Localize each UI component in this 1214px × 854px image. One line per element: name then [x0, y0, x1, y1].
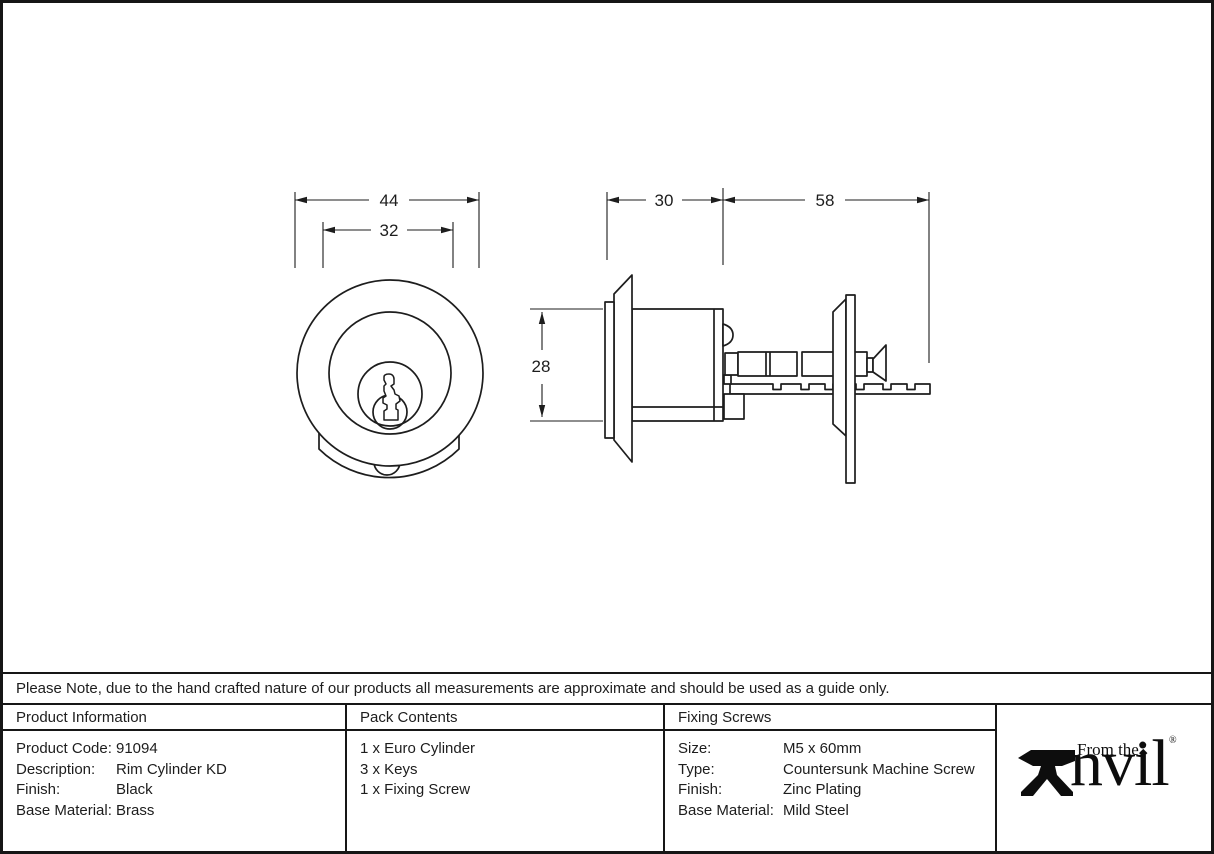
row-value: Countersunk Machine Screw [783, 760, 975, 778]
rose-front-ring [604, 301, 615, 439]
dim-28-label: 28 [532, 357, 551, 376]
row-label: Description: [16, 760, 96, 778]
fixing-screws-header: Fixing Screws [665, 705, 995, 731]
dim-58-label: 58 [816, 191, 835, 210]
row-value: Black [116, 781, 153, 798]
tailbar-segment-1 [737, 351, 798, 377]
rose-outer-circle [296, 279, 484, 467]
cam-bump [722, 323, 734, 347]
brand-prefix: From the [1077, 740, 1139, 759]
row-label: Base Material: [16, 801, 112, 819]
registered-trademark-icon: ® [1169, 735, 1177, 746]
mounting-plate [845, 294, 856, 484]
step-block-upper [723, 374, 732, 385]
rose-inner-circle [328, 311, 452, 435]
note-bar: Please Note, due to the hand crafted nat… [3, 672, 1211, 705]
list-item: 1 x Euro Cylinder [360, 740, 476, 757]
row-value: Mild Steel [783, 801, 849, 819]
pack-contents-header: Pack Contents [347, 705, 663, 731]
row-value: M5 x 60mm [783, 740, 862, 757]
product-information-column: Product Information Product Code: 91094 … [3, 705, 347, 851]
side-dim-58 [723, 196, 929, 204]
connecting-bar [729, 383, 931, 395]
keyway [382, 373, 401, 421]
row-label: Base Material: [678, 801, 774, 819]
technical-drawing: 44 32 [294, 188, 931, 484]
row-label: Type: [678, 760, 715, 778]
side-dim-28 [538, 312, 546, 417]
row-value: 91094 [116, 740, 158, 757]
fixing-screws-column: Fixing Screws Size: M5 x 60mm Type: Coun… [665, 705, 997, 851]
row-value: Rim Cylinder KD [116, 760, 227, 778]
table-row: Finish: Zinc Plating [678, 780, 987, 801]
table-row: Type: Countersunk Machine Screw [678, 760, 987, 781]
front-view: 44 32 [294, 191, 484, 479]
table-row: Product Code: 91094 [16, 739, 337, 760]
dim-30-label: 30 [655, 191, 674, 210]
screw-shaft [866, 357, 874, 373]
row-label: Product Code: [16, 740, 112, 757]
step-block-lower [723, 393, 745, 420]
row-label: Size: [678, 740, 712, 757]
dim-32-label: 32 [380, 221, 399, 240]
anvil-icon [1018, 750, 1075, 796]
row-value: Brass [116, 801, 155, 819]
mounting-plate-bevel [832, 298, 847, 437]
rose-cone [613, 274, 633, 463]
table-row: Size: M5 x 60mm [678, 739, 987, 760]
front-dim-44 [295, 196, 479, 204]
list-item: 1 x Fixing Screw [360, 781, 471, 798]
product-information-header: Product Information [3, 705, 345, 731]
side-dim-30 [607, 196, 723, 204]
product-information-body: Product Code: 91094 Description: Rim Cyl… [3, 731, 345, 821]
list-item: 3 x Keys [360, 760, 418, 778]
dim-44-label: 44 [380, 191, 399, 210]
brand-logo: nvil From the ◆ ® [1018, 731, 1190, 803]
table-row: Base Material: Brass [16, 801, 337, 822]
diamond-icon: ◆ [1139, 747, 1148, 759]
row-label: Finish: [16, 781, 61, 798]
row-value: Zinc Plating [783, 781, 862, 798]
pack-contents-body: 1 x Euro Cylinder 3 x Keys 1 x Fixing Sc… [347, 731, 663, 801]
spec-table: Product Information Product Code: 91094 … [3, 705, 1211, 851]
side-extension-lines [530, 188, 930, 422]
note-text: Please Note, due to the hand crafted nat… [16, 680, 890, 697]
fixing-screws-body: Size: M5 x 60mm Type: Countersunk Machin… [665, 731, 995, 821]
table-row: Finish: Black [16, 780, 337, 801]
front-dim-32 [323, 226, 453, 234]
side-view: 30 58 28 [530, 188, 931, 484]
table-row: Description: Rim Cylinder KD [16, 760, 337, 781]
pack-contents-column: Pack Contents 1 x Euro Cylinder 3 x Keys… [347, 705, 665, 851]
row-label: Finish: [678, 781, 723, 798]
brand-name: nvil [1070, 727, 1170, 800]
tail-connector [724, 352, 739, 376]
brand-logo-cell: nvil From the ◆ ® [997, 705, 1211, 851]
cylinder-body [631, 308, 724, 422]
countersunk-screw-head [872, 344, 887, 382]
cylinder-plug-circle [357, 361, 423, 427]
table-row: Base Material: Mild Steel [678, 801, 987, 822]
